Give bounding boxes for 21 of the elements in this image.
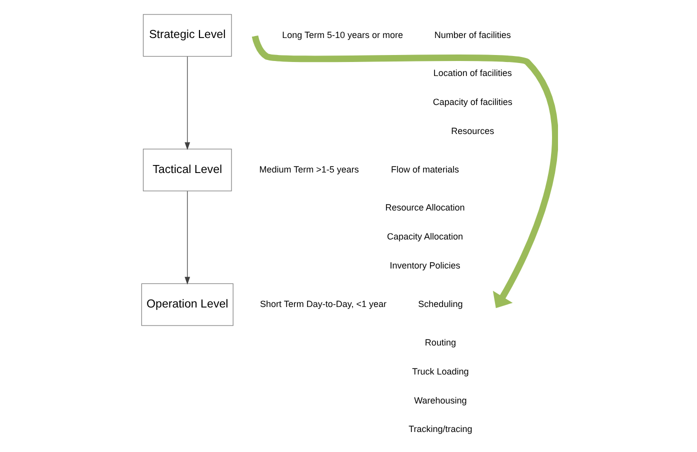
label: Resources bbox=[451, 126, 494, 136]
label: Inventory Policies bbox=[390, 260, 460, 270]
label: Routing bbox=[424, 336, 456, 347]
label: Location of facilities bbox=[433, 68, 512, 78]
label: Warehousing bbox=[414, 394, 467, 405]
arrow bbox=[184, 56, 190, 150]
label: Scheduling bbox=[418, 298, 463, 308]
node-box: Strategic Level bbox=[142, 14, 232, 56]
label: Resource Allocation bbox=[385, 202, 465, 212]
label: Capacity Allocation bbox=[386, 231, 464, 242]
label: Truck Loading bbox=[412, 366, 469, 376]
label: Flow of materials bbox=[390, 164, 460, 174]
label: Number of facilities bbox=[434, 29, 511, 40]
label: Capacity of facilities bbox=[432, 96, 512, 107]
label: Short Term Day-to-Day, <1 year bbox=[260, 298, 386, 308]
node-box: Operation Level bbox=[141, 282, 234, 326]
label: Tracking/tracing bbox=[408, 424, 472, 434]
label: Medium Term >1-5 years bbox=[259, 164, 359, 174]
label: Long Term 5-10 years or more bbox=[282, 29, 404, 40]
arrow bbox=[184, 190, 190, 284]
node-box: Tactical Level bbox=[142, 148, 232, 191]
